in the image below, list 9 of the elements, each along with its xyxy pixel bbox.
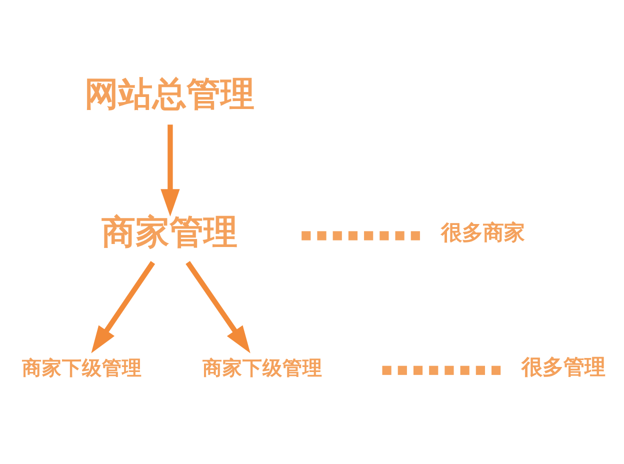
arrow bbox=[91, 260, 156, 353]
label: 很多管理 bbox=[521, 354, 606, 379]
node-text: 商家管理 bbox=[101, 212, 238, 251]
label: 很多商家 bbox=[440, 220, 525, 244]
node-text: 网站总管理 bbox=[84, 74, 254, 113]
node-text: 商家下级管理 bbox=[202, 356, 323, 379]
arrow bbox=[186, 260, 250, 353]
node-text: 商家下级管理 bbox=[22, 356, 142, 379]
arrow bbox=[160, 124, 180, 216]
